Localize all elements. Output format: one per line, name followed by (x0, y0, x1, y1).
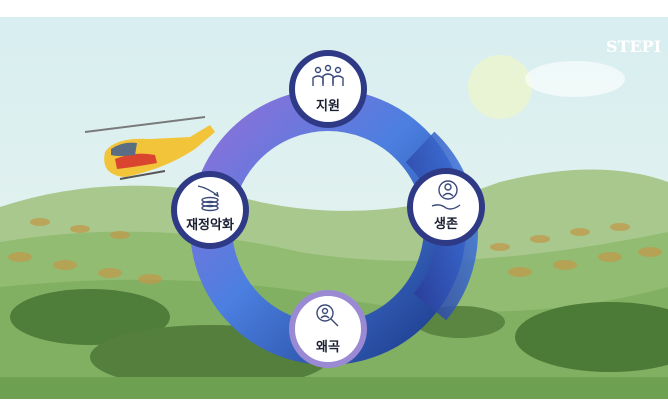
magnifier-person-icon (316, 304, 339, 327)
stepi-logo: STEPI (606, 37, 661, 56)
hand-holding-person-icon (431, 180, 461, 210)
helicopter-illustration (84, 116, 215, 180)
node-distortion[interactable]: 왜곡 (289, 290, 367, 368)
node-label: 지원 (316, 99, 340, 114)
coins-declining-icon (197, 185, 220, 212)
node-survival[interactable]: 생존 (407, 168, 485, 246)
node-label: 왜곡 (316, 339, 340, 355)
svg-text:STEPI: STEPI (606, 37, 661, 56)
people-group-icon (312, 64, 344, 86)
node-label: 생존 (434, 217, 458, 232)
node-support[interactable]: 지원 (289, 50, 367, 128)
node-fiscal[interactable]: 재정악화 (171, 171, 249, 249)
node-label: 재정악화 (186, 217, 234, 233)
